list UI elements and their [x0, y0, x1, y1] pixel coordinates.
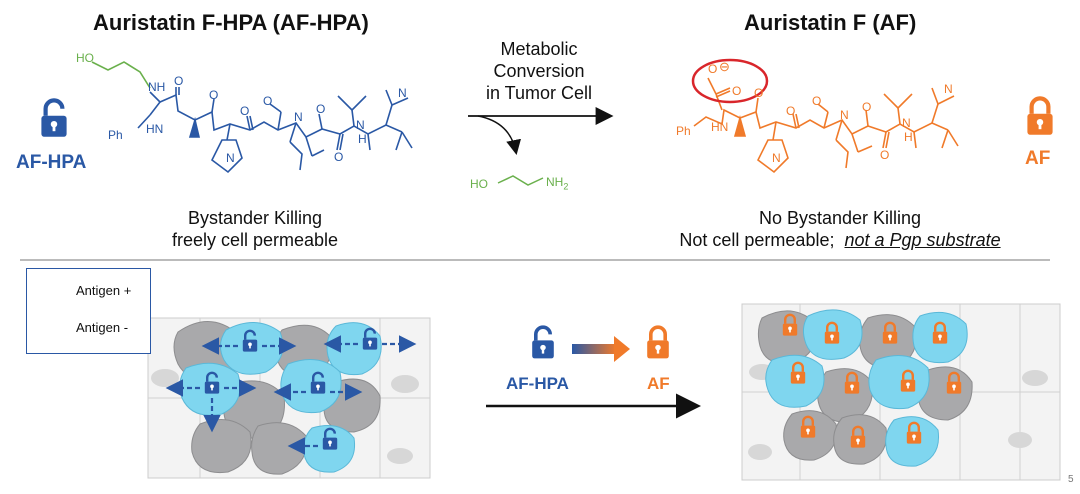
hydroxy-label: HO — [76, 51, 94, 65]
legend-antigen-negative-label: Antigen - — [76, 320, 129, 335]
carboxyl-o-label: O — [732, 84, 742, 98]
page-number: 5 — [1068, 474, 1074, 485]
carbonyl-o-label-3: O — [316, 102, 326, 116]
af-hpa-structure — [91, 61, 413, 174]
lock-closed-icon-small — [645, 325, 671, 361]
carbonyl-o-label: O — [174, 74, 184, 88]
legend-antigen-positive-label: Antigen + — [76, 283, 132, 298]
af-hpa-side-label: AF-HPA — [16, 152, 87, 173]
legend — [26, 268, 151, 354]
methoxy-o-label-2: O — [263, 94, 273, 108]
mid-af-label: AF — [647, 374, 670, 393]
lock-closed-icon — [1027, 98, 1052, 134]
gradient-arrow-bar — [572, 344, 616, 354]
af-hpa-title: Auristatin F-HPA (AF-HPA) — [93, 10, 369, 35]
af-title: Auristatin F (AF) — [744, 10, 917, 35]
carboxylate-o-label: O — [708, 62, 718, 76]
byproduct-ho-label: HO — [470, 177, 488, 191]
carboxylate-highlight-circle — [691, 58, 769, 104]
tissue-right — [741, 303, 1061, 481]
carbonyl-o-label-4: O — [334, 150, 344, 164]
amide-nh-label: NH — [148, 80, 166, 94]
negative-charge-icon: ⊖ — [719, 59, 730, 74]
dimethylamine-n-label: N — [398, 86, 407, 100]
byproduct-chain — [497, 175, 544, 186]
lock-open-icon — [41, 100, 66, 136]
af-amide-h-label: H — [904, 130, 913, 144]
af-caption: No Bystander Killing Not cell permeable;… — [679, 208, 1001, 250]
amide-h-label: H — [358, 132, 367, 146]
tissue-left — [147, 317, 431, 479]
af-pyrrolidine-n-label: N — [772, 151, 781, 165]
amine-n-label: N — [294, 110, 303, 124]
lock-open-icon-small — [530, 325, 556, 361]
amide-hn-label: HN — [146, 122, 164, 136]
af-methoxy-o-label: O — [754, 86, 764, 100]
conversion-text: Metabolic Conversion in Tumor Cell — [485, 39, 593, 103]
amide-n-label: N — [356, 118, 365, 132]
pyrrolidine-n-label: N — [226, 151, 235, 165]
af-amine-n-label: N — [840, 108, 849, 122]
af-dimethylamine-n-label: N — [944, 82, 953, 96]
af-methoxy-o-label-2: O — [812, 94, 822, 108]
carbonyl-o-label-2: O — [240, 104, 250, 118]
mid-af-hpa-label: AF-HPA — [506, 374, 569, 393]
af-phenyl-label: Ph — [676, 124, 691, 138]
af-structure — [693, 77, 959, 174]
methoxy-o-label: O — [209, 88, 219, 102]
byproduct-arrow — [477, 115, 521, 155]
phenyl-label: Ph — [108, 128, 123, 142]
af-amide-n-label: N — [902, 116, 911, 130]
af-carbonyl-o-label: O — [786, 104, 796, 118]
byproduct-nh2-label: NH2 — [546, 175, 569, 192]
af-side-label: AF — [1025, 148, 1051, 169]
af-carbonyl-o-label-2: O — [862, 100, 872, 114]
af-hpa-caption: Bystander Killing freely cell permeable — [171, 208, 339, 250]
af-amide-hn-label: HN — [711, 120, 729, 134]
af-carbonyl-o-label-3: O — [880, 148, 890, 162]
